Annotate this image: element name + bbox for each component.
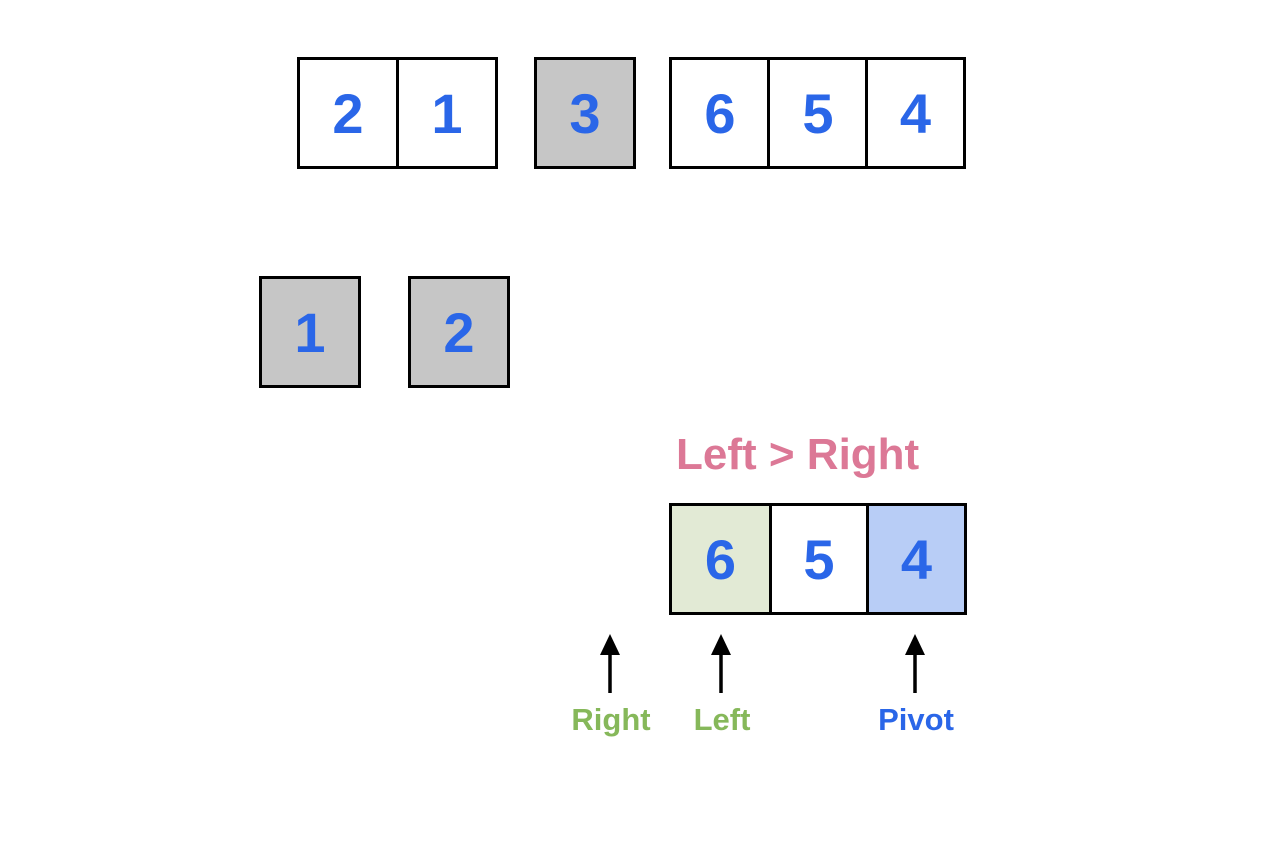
right-pointer-arrow [600,634,620,693]
pivot-pointer-label: Pivot [878,702,954,737]
left-pointer-label: Left [693,702,751,737]
left-pointer-arrow [711,634,731,693]
pivot-pointer-arrow [905,634,925,693]
sorted-cell: 1 [259,276,361,388]
condition-heading: Left > Right [676,430,920,479]
array-cell: 2 [297,57,399,169]
array-cell: 1 [396,57,498,169]
pivot-cell-placed: 3 [534,57,636,169]
left-pointer-cell: 6 [669,503,772,615]
sorted-cell: 2 [408,276,510,388]
array-cell: 5 [767,57,869,169]
array-cell: 4 [865,57,966,169]
array-cell: 6 [669,57,771,169]
right-pointer-label: Right [571,702,651,737]
pivot-pointer-cell: 4 [866,503,967,615]
